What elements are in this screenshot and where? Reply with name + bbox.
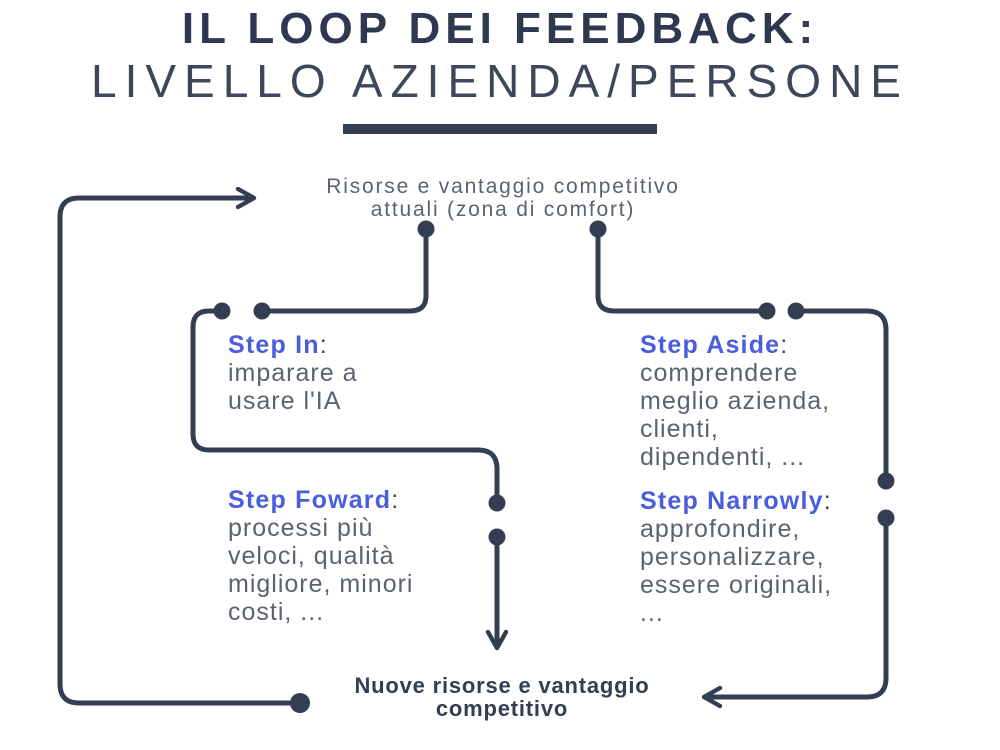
connector-dot	[290, 693, 310, 713]
wire-return-loop	[57, 186, 303, 706]
step-aside-block: Step Aside: comprendere meglio azienda, …	[640, 331, 910, 471]
wire-step-in-to-foward	[190, 308, 500, 506]
connector-dot	[877, 509, 895, 527]
step-foward-description: processi più veloci, qualità migliore, m…	[228, 514, 414, 626]
step-aside-label: Step Aside:	[640, 331, 789, 359]
connector-dot	[787, 302, 805, 320]
step-foward-label: Step Foward:	[228, 486, 400, 514]
wire-top-to-step-in	[259, 226, 429, 314]
step-narrowly-description: approfondire, personalizzare, essere ori…	[640, 515, 833, 627]
connector-dot	[488, 528, 506, 546]
connector-dot	[758, 302, 776, 320]
step-narrowly-block: Step Narrowly: approfondire, personalizz…	[640, 487, 910, 627]
step-aside-description: comprendere meglio azienda, clienti, dip…	[640, 359, 831, 471]
connector-dot	[488, 494, 506, 512]
connector-dot	[877, 472, 895, 490]
node-new-resources: Nuove risorse e vantaggio competitivo	[354, 673, 650, 721]
wire-top-to-step-aside	[595, 226, 770, 314]
wire-aside-to-narrowly	[793, 308, 889, 484]
wire-narrowly-to-bottom	[701, 515, 889, 709]
connector-dot	[253, 302, 271, 320]
connector-dot	[589, 220, 607, 238]
step-in-block: Step In: imparare a usare l'IA	[228, 331, 498, 415]
node-current-resources: Risorse e vantaggio competitivo attuali …	[326, 175, 680, 221]
connector-dot	[213, 302, 231, 320]
step-foward-block: Step Foward: processi più veloci, qualit…	[228, 486, 498, 626]
diagram-title: IL LOOP DEI FEEDBACK:	[181, 4, 819, 53]
title-divider	[343, 124, 657, 134]
step-in-description: imparare a usare l'IA	[228, 359, 358, 415]
step-narrowly-label: Step Narrowly:	[640, 487, 832, 515]
step-in-label: Step In:	[228, 331, 328, 359]
connector-dot	[417, 220, 435, 238]
diagram-subtitle: LIVELLO AZIENDA/PERSONE	[90, 55, 909, 107]
